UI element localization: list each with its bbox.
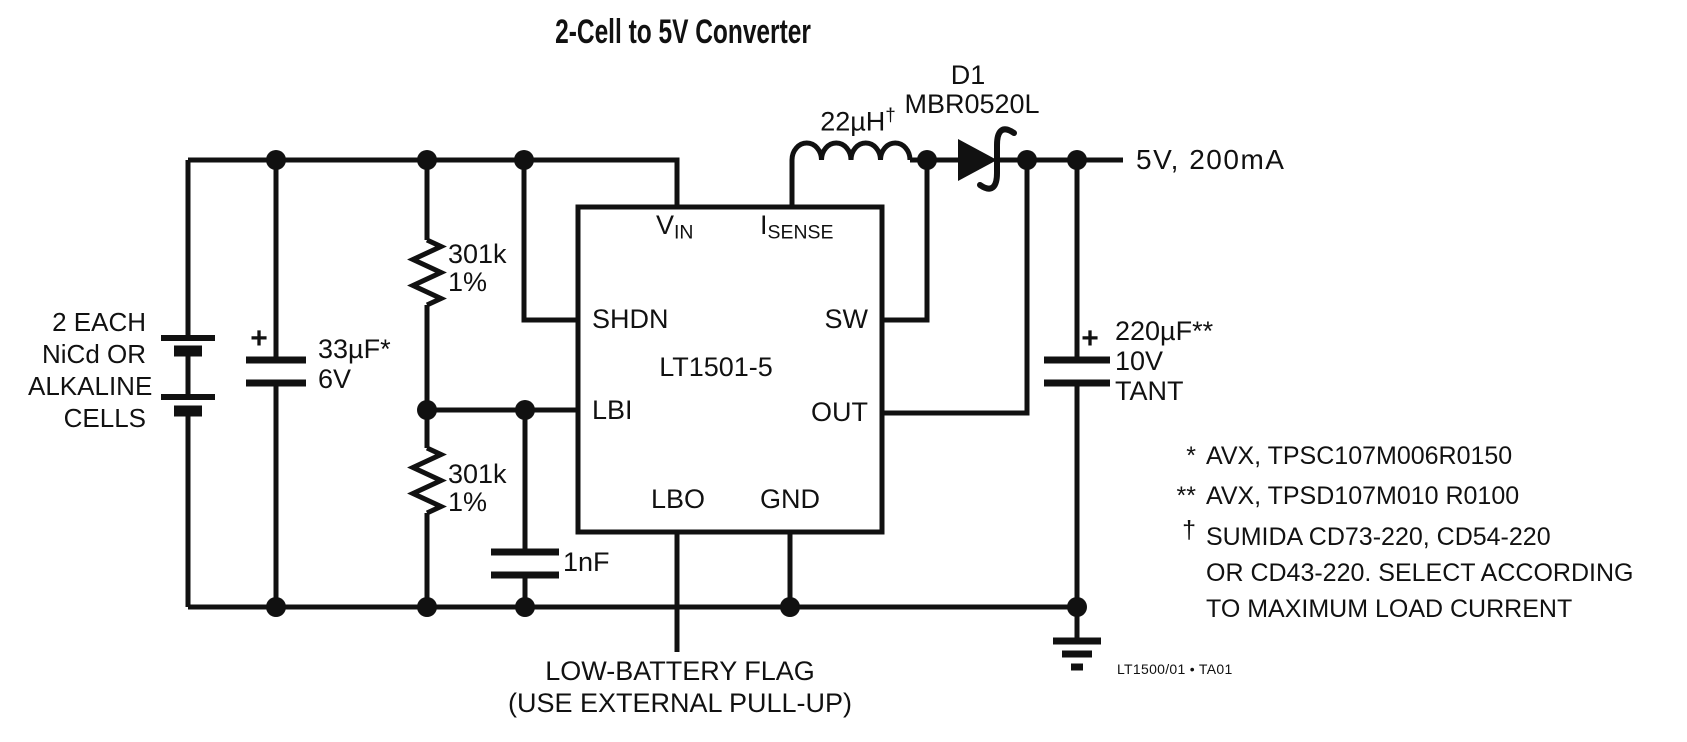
flag-label-line1: LOW-BATTERY FLAG: [545, 656, 815, 686]
battery-label-line: CELLS: [63, 403, 146, 433]
note-text-3: SUMIDA CD73-220, CD54-220: [1206, 523, 1551, 551]
inductor-value: 22µH: [820, 106, 886, 137]
diode-symbol: [958, 126, 1017, 192]
note-marker-1: *: [1186, 442, 1196, 470]
output-cap-type-label: TANT: [1115, 376, 1184, 406]
note-line-5: TO MAXIMUM LOAD CURRENT: [1140, 597, 1572, 622]
pin-isense-sub: SENSE: [767, 221, 834, 244]
note-text-2: AVX, TPSD107M010 R0100: [1206, 482, 1520, 510]
note-text-1: AVX, TPSC107M006R0150: [1206, 442, 1513, 470]
r2-tolerance-label: 1%: [448, 487, 488, 517]
note-line-2: ** AVX, TPSD107M010 R0100: [1140, 482, 1520, 510]
battery-label-line: ALKALINE: [28, 371, 153, 401]
schematic-title: 2-Cell to 5V Converter: [555, 13, 811, 51]
note-line-4: OR CD43-220. SELECT ACCORDING: [1140, 561, 1633, 586]
ic-part-label: LT1501-5: [659, 352, 773, 382]
diode-part-label: MBR0520L: [904, 89, 1040, 119]
junction-dots: [266, 150, 1087, 617]
pin-shdn-label: SHDN: [592, 304, 669, 334]
resistor-r1-symbol: [407, 237, 447, 308]
note-marker-3: †: [1182, 516, 1196, 544]
battery-label: 2 EACH NiCd OR ALKALINE CELLS: [28, 306, 153, 434]
pin-out-label: OUT: [811, 397, 868, 427]
note-line-1: * AVX, TPSC107M006R0150: [1140, 444, 1512, 469]
pin-vin-sub: IN: [674, 221, 694, 244]
pin-gnd-label: GND: [760, 484, 820, 514]
battery-symbol: [161, 335, 215, 417]
pin-isense-label: ISENSE: [760, 212, 833, 243]
pin-sw-label: SW: [824, 304, 869, 334]
wire-out: [882, 160, 1030, 416]
battery-label-line: 2 EACH: [52, 307, 146, 337]
pin-vin-label: VIN: [656, 212, 693, 243]
output-cap-value-label: 220µF**: [1115, 316, 1214, 346]
inductor-value-label: 22µH†: [798, 105, 918, 137]
note-text-5: TO MAXIMUM LOAD CURRENT: [1206, 595, 1573, 623]
wire-shdn: [521, 160, 578, 323]
output-capacitor-symbol: [1044, 356, 1110, 387]
input-cap-polarity-mark: +: [250, 322, 268, 355]
input-cap-voltage-label: 6V: [318, 364, 352, 394]
resistor-r2-symbol: [407, 445, 447, 516]
pin-isense-main: I: [760, 210, 768, 240]
note-line-3: † SUMIDA CD73-220, CD54-220: [1140, 518, 1551, 551]
ground-symbol: [1053, 637, 1101, 671]
ic-body: [575, 204, 885, 535]
output-cap-polarity-mark: +: [1081, 322, 1099, 355]
lbi-cap-value-label: 1nF: [563, 547, 610, 577]
wire-top-rail: [188, 157, 680, 207]
diode-ref-label: D1: [950, 60, 986, 90]
r1-value-label: 301k: [448, 239, 507, 269]
pin-vin-main: V: [656, 210, 675, 240]
output-voltage-label: 5V, 200mA: [1136, 144, 1286, 175]
note-marker-2: **: [1176, 482, 1196, 510]
pin-lbo-label: LBO: [650, 484, 706, 514]
input-capacitor-symbol: [246, 356, 306, 387]
inductor-note-marker: †: [885, 105, 896, 126]
output-cap-voltage-label: 10V: [1115, 346, 1164, 376]
note-text-4: OR CD43-220. SELECT ACCORDING: [1206, 559, 1634, 587]
lbi-capacitor-symbol: [491, 548, 559, 579]
r1-tolerance-label: 1%: [448, 267, 488, 297]
pin-lbi-label: LBI: [592, 395, 633, 425]
flag-label-line2: (USE EXTERNAL PULL-UP): [507, 688, 853, 718]
battery-label-line: NiCd OR: [41, 339, 146, 369]
wire-sw: [882, 160, 930, 323]
r2-value-label: 301k: [448, 459, 507, 489]
doc-ref-label: LT1500/01 • TA01: [1117, 661, 1233, 677]
input-cap-value-label: 33µF*: [318, 334, 391, 364]
inductor-symbol: [789, 140, 913, 161]
